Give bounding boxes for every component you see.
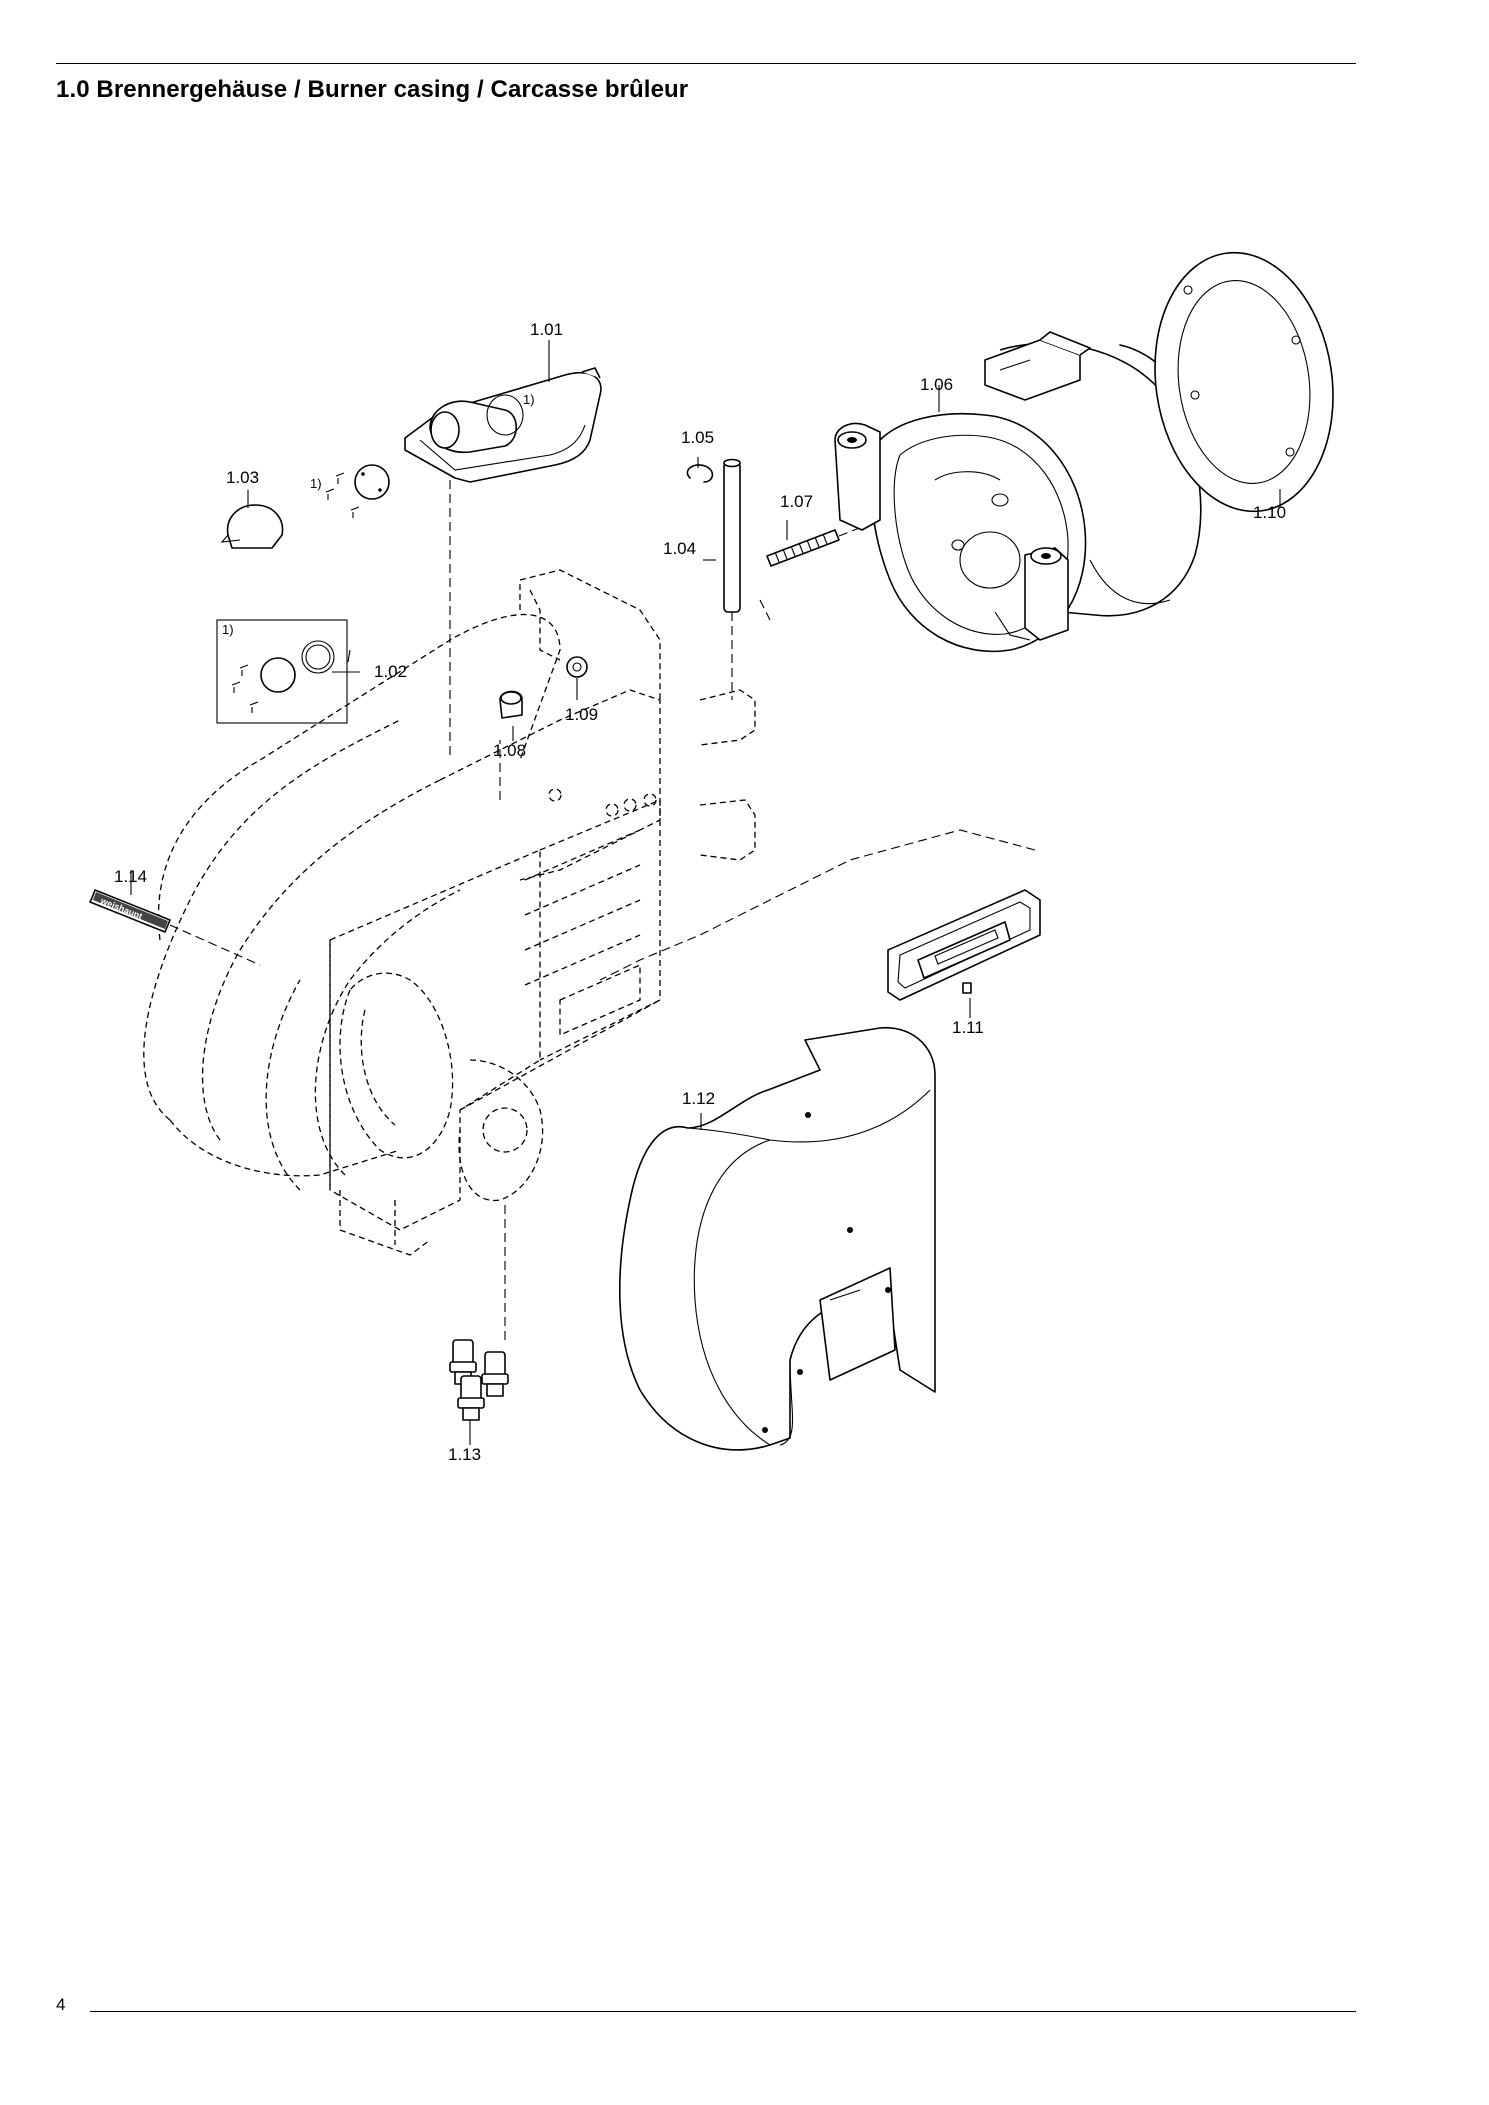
assembly-lines — [169, 480, 1036, 1340]
part-label-1-11: 1.11 — [952, 1018, 984, 1037]
part-1-03-cap — [220, 464, 390, 549]
part-1-02-kit — [216, 619, 348, 724]
part-1-09-washer — [566, 656, 588, 678]
part-label-1-14: 1.14 — [114, 867, 147, 886]
leader-lines — [130, 340, 1281, 1445]
footnote-marker-1-01: 1) — [523, 392, 535, 407]
part-label-1-07: 1.07 — [780, 492, 813, 511]
part-1-05-circlip — [686, 464, 714, 483]
header-rule — [56, 63, 1356, 64]
part-1-06-flange-housing — [834, 331, 1202, 653]
part-label-1-08: 1.08 — [493, 741, 526, 760]
part-1-08-plug — [499, 690, 523, 719]
part-label-1-10: 1.10 — [1253, 503, 1286, 522]
part-1-13-cable-glands — [449, 1339, 509, 1421]
part-label-1-03: 1.03 — [226, 468, 259, 487]
footnote-marker-1-03: 1) — [310, 476, 322, 491]
burner-housing-outline — [143, 569, 756, 1256]
part-label-1-06: 1.06 — [920, 375, 953, 394]
part-label-1-05: 1.05 — [681, 428, 714, 447]
part-label-1-04: 1.04 — [663, 539, 696, 558]
part-label-1-12: 1.12 — [682, 1089, 715, 1108]
part-label-1-01: 1.01 — [530, 320, 563, 339]
part-1-14-logo-plate — [89, 889, 171, 933]
part-1-11-cover-plate — [887, 889, 1041, 1001]
page-title: 1.0 Brennergehäuse / Burner casing / Car… — [56, 76, 689, 103]
part-label-1-13: 1.13 — [448, 1445, 481, 1464]
footer-rule — [90, 2011, 1356, 2012]
part-1-10-gasket — [1154, 251, 1334, 513]
part-1-12-fan-hood — [619, 1026, 936, 1451]
page-number: 4 — [56, 1995, 66, 2014]
footnote-marker-1-02: 1) — [222, 622, 234, 637]
part-1-04-hinge-pin — [723, 458, 741, 700]
part-label-1-09: 1.09 — [565, 705, 598, 724]
part-label-1-02: 1.02 — [374, 662, 407, 681]
part-1-01-cover — [404, 367, 602, 483]
